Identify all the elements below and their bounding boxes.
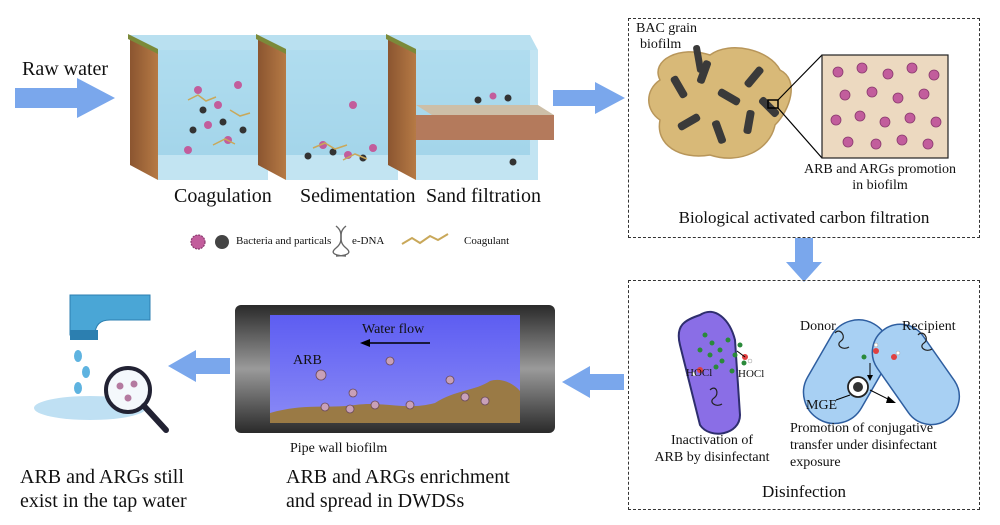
coagulation-tank bbox=[128, 34, 268, 180]
tap-water-illustration bbox=[34, 294, 169, 433]
pipe-wall-biofilm-label: Pipe wall biofilm bbox=[290, 441, 388, 456]
conjugative-label-3: exposure bbox=[790, 455, 841, 470]
dwds-pipe-illustration bbox=[235, 305, 555, 433]
disinfection-illustration bbox=[677, 310, 961, 435]
flow-arrow-to-bac bbox=[553, 82, 625, 114]
bac-grain-illustration bbox=[648, 44, 949, 159]
recipient-label: Recipient bbox=[902, 319, 956, 334]
donor-label: Donor bbox=[800, 319, 836, 334]
arb-promotion-label-1: ARB and ARGs promotion bbox=[803, 162, 957, 177]
treatment-tanks-illustration bbox=[128, 34, 554, 180]
sand-filtration-label: Sand filtration bbox=[426, 185, 541, 207]
bac-title: Biological activated carbon filtration bbox=[678, 208, 930, 227]
water-flow-label: Water flow bbox=[362, 322, 425, 337]
disinfection-box bbox=[628, 280, 980, 510]
raw-water-label: Raw water bbox=[22, 58, 109, 80]
legend-edna-label: e-DNA bbox=[352, 235, 385, 247]
conjugative-label-1: Promotion of conjugative bbox=[790, 421, 934, 436]
flow-arrow-to-tap bbox=[168, 350, 230, 382]
inactivation-label-1: Inactivation of bbox=[670, 433, 754, 448]
legend-coagulant-icon bbox=[401, 233, 449, 245]
flow-arrow-raw-water bbox=[15, 78, 115, 118]
legend-bacteria-icon bbox=[190, 234, 229, 250]
sedimentation-label: Sedimentation bbox=[300, 185, 416, 207]
disinfection-title: Disinfection bbox=[761, 482, 847, 501]
sand-filtration-tank bbox=[386, 34, 554, 180]
hocl-label-2: HOCl bbox=[738, 368, 765, 380]
mge-label: MGE bbox=[806, 398, 838, 413]
dwds-label-1: ARB and ARGs enrichment bbox=[286, 466, 510, 488]
bac-grain-label-2: biofilm bbox=[640, 37, 682, 52]
tap-label-2: exist in the tap water bbox=[20, 490, 187, 512]
sedimentation-tank bbox=[256, 34, 398, 180]
dwds-label-2: and spread in DWDSs bbox=[286, 490, 465, 512]
legend-edna-icon bbox=[332, 225, 350, 257]
legend-bacteria-label: Bacteria and particals bbox=[236, 235, 332, 247]
coagulation-label: Coagulation bbox=[174, 185, 272, 207]
arb-label: ARB bbox=[293, 353, 322, 368]
flow-arrow-down bbox=[786, 238, 822, 282]
hocl-label-1: HOCl bbox=[686, 367, 713, 379]
bac-grain-label-1: BAC grain bbox=[636, 21, 698, 36]
bac-filtration-box bbox=[628, 18, 980, 238]
conjugative-label-2: transfer under disinfectant bbox=[790, 438, 937, 453]
tap-label-1: ARB and ARGs still bbox=[20, 466, 184, 488]
legend-coagulant-label: Coagulant bbox=[464, 235, 510, 247]
flow-arrow-to-dwds bbox=[562, 366, 624, 398]
arb-promotion-label-2: in biofilm bbox=[852, 178, 908, 193]
inactivation-label-2: ARB by disinfectant bbox=[654, 450, 770, 465]
